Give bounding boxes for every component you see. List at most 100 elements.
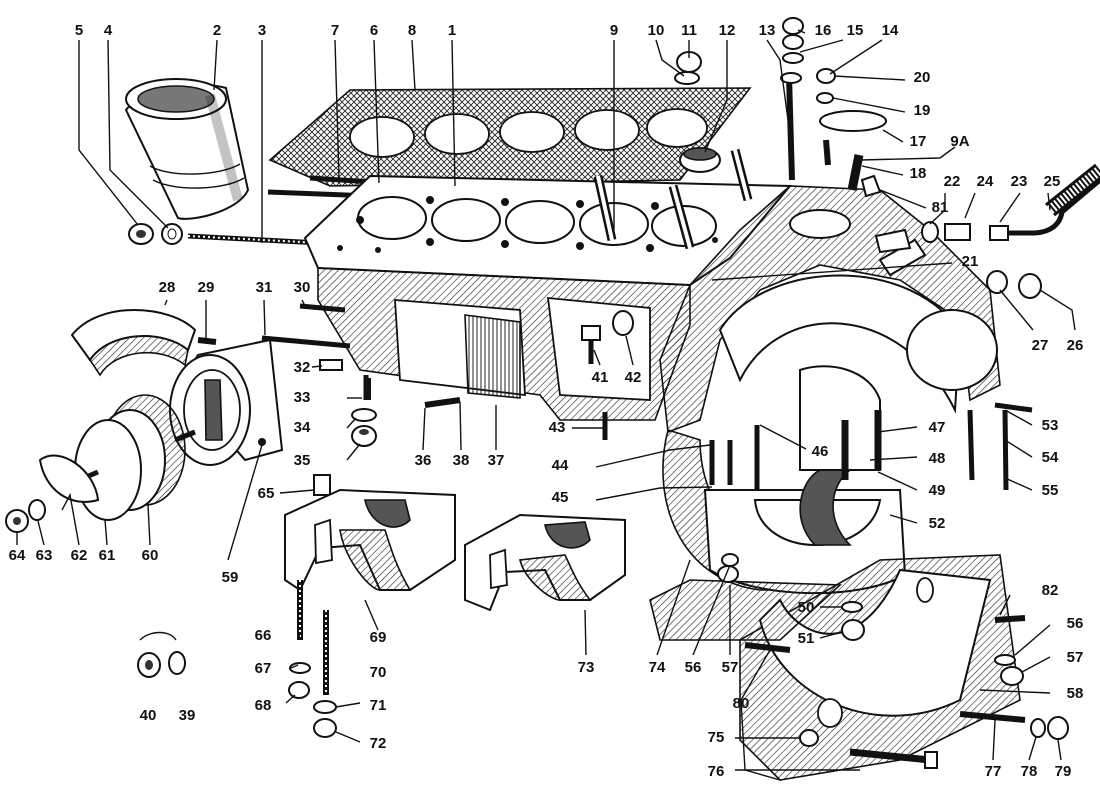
brace-40-39 [139,631,177,641]
part-label-22: 22 [944,173,961,190]
part-label-69: 69 [370,629,387,646]
washer-78 [1030,718,1046,738]
part-label-70: 70 [370,664,387,681]
nut-5 [128,223,154,245]
nut-79 [1047,716,1069,740]
part-label-33: 33 [294,389,311,406]
part-label-44: 44 [552,457,569,474]
long-studs [187,175,373,349]
part-label-26: 26 [1067,337,1084,354]
part-label-66: 66 [255,627,272,644]
nut-51 [841,619,865,641]
part-label-9: 9 [610,22,618,39]
bush-65 [313,474,331,496]
nut-57 [1000,666,1024,686]
washer-15 [782,52,804,64]
washer-14 [780,72,802,84]
stud-18 [847,154,864,191]
part-label-67: 67 [255,660,272,677]
part-label-56b: 56 [1067,615,1084,632]
cylinder-liner [124,78,250,220]
washer-39 [168,651,186,675]
part-label-56a: 56 [685,659,702,676]
plate-17 [819,110,887,132]
part-label-10: 10 [648,22,665,39]
leader-lines [16,29,1076,781]
washer-50 [841,601,863,613]
part-label-32: 32 [294,359,311,376]
part-label-12: 12 [719,22,736,39]
washer-56a [721,553,739,567]
part-label-81: 81 [932,199,949,216]
part-label-65: 65 [258,485,275,502]
nipple-20 [816,68,836,84]
part-label-79: 79 [1055,763,1072,780]
part-label-19: 19 [914,102,931,119]
stud-82 [994,615,1026,623]
part-label-3: 3 [258,22,266,39]
part-label-38: 38 [453,452,470,469]
part-label-5: 5 [75,22,83,39]
part-label-13: 13 [759,22,776,39]
part-label-63: 63 [36,547,53,564]
part-label-8: 8 [408,22,416,39]
nut-35 [351,425,377,447]
nut-40 [137,652,161,678]
part-label-11: 11 [681,22,697,39]
part-label-6: 6 [370,22,378,39]
lower-cover [649,554,1021,781]
part-label-9A: 9A [950,133,969,150]
part-label-7: 7 [331,22,339,39]
part-label-41: 41 [592,369,609,386]
part-label-73: 73 [578,659,595,676]
washer-10 [674,71,700,85]
part-label-39: 39 [179,707,196,724]
part-label-45: 45 [552,489,569,506]
part-label-46: 46 [812,443,829,460]
part-label-55: 55 [1042,482,1059,499]
part-label-77: 77 [985,763,1002,780]
part-label-54: 54 [1042,449,1059,466]
washer-19 [816,92,834,104]
main-bearing-cap-69 [284,488,456,592]
washer-56 [994,654,1016,666]
head-gasket [268,87,752,187]
part-label-80: 80 [733,695,750,712]
oil-pipe-25 [1008,163,1100,236]
bolt-36 [424,397,461,408]
part-label-72: 72 [370,735,387,752]
half-shell-28 [70,309,197,377]
bearing-support-assembly [662,365,1033,595]
crankcase-block [303,75,795,440]
nut-72 [313,718,337,738]
washer-71 [313,700,337,714]
part-label-47: 47 [929,419,946,436]
fitting-81 [860,174,912,254]
washer-34 [351,408,377,422]
part-label-17: 17 [910,133,927,150]
part-label-78: 78 [1021,763,1038,780]
part-label-37: 37 [488,452,505,469]
part-label-48: 48 [929,450,946,467]
part-label-16: 16 [815,22,832,39]
part-label-28: 28 [159,279,176,296]
part-label-2: 2 [213,22,221,39]
part-label-43: 43 [549,419,566,436]
part-label-15: 15 [847,22,864,39]
plug-26-27 [986,270,1042,299]
part-label-53: 53 [1042,417,1059,434]
part-label-50: 50 [798,599,815,616]
part-label-59: 59 [222,569,239,586]
stud-80 [744,642,791,653]
plug-75 [799,729,819,747]
part-label-36: 36 [415,452,432,469]
part-label-51: 51 [798,630,815,647]
part-label-18: 18 [910,165,927,182]
union-22-24 [921,221,1009,243]
part-label-27: 27 [1032,337,1049,354]
part-label-25: 25 [1044,173,1061,190]
part-label-58: 58 [1067,685,1084,702]
washer-67 [289,662,311,674]
